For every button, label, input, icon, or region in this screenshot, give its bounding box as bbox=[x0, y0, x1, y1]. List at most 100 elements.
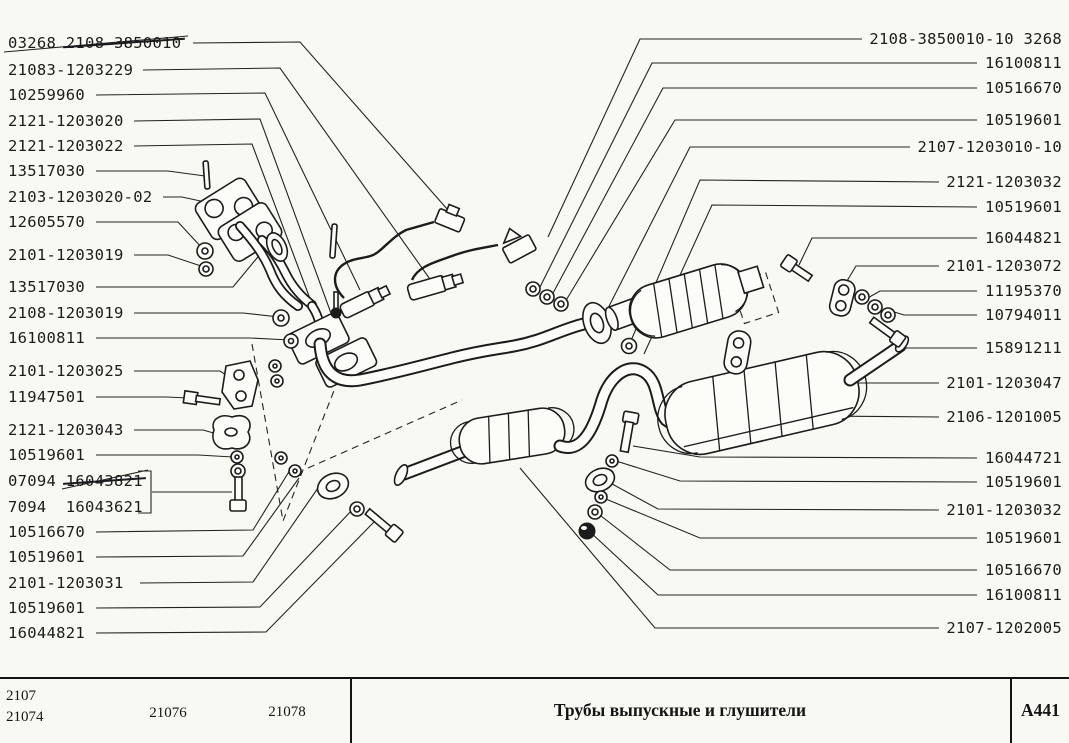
part-number: 10519601 bbox=[984, 529, 1062, 547]
part-number: 15891211 bbox=[984, 339, 1062, 357]
resonator-inlet-pipe bbox=[393, 445, 469, 486]
part-number: 10519601 bbox=[984, 198, 1062, 216]
superseded-part-number: 2108-3850010 bbox=[65, 34, 182, 52]
sensor-connector-2 bbox=[502, 227, 537, 264]
part-number-label: 10519601 bbox=[985, 473, 1062, 491]
part-number: 13517030 bbox=[8, 278, 86, 296]
sheet-title: Трубы выпускные и глушители bbox=[553, 700, 807, 720]
part-number: 16044721 bbox=[984, 449, 1062, 467]
part-number-label: 16044821 bbox=[985, 229, 1062, 247]
part-number: 2108-3850010-10 3268 bbox=[869, 30, 1062, 48]
fasteners-right bbox=[723, 254, 907, 375]
part-number-label: 11195370 bbox=[985, 282, 1062, 300]
model-code: 21078 bbox=[268, 704, 306, 720]
part-number-label: 10519601 bbox=[8, 446, 85, 464]
title-block-divider-1 bbox=[350, 679, 352, 743]
part-number-label: 15891211 bbox=[985, 339, 1062, 357]
part-number: 2101-1203032 bbox=[946, 501, 1062, 519]
resonator bbox=[449, 407, 575, 465]
mount-bracket-group bbox=[182, 359, 404, 543]
part-number-label: 2121-1203032 bbox=[946, 173, 1062, 191]
part-number-label: 21083-1203229 bbox=[8, 61, 133, 79]
part-number: 2108-1203019 bbox=[8, 304, 124, 322]
part-number-label: 2101-1203019 bbox=[8, 246, 124, 264]
part-number: 10519601 bbox=[8, 548, 86, 566]
part-number: 07094 bbox=[8, 472, 66, 490]
fasteners-bottom bbox=[578, 410, 640, 540]
model-code: 21074 bbox=[6, 709, 44, 725]
part-number: 16100811 bbox=[984, 54, 1062, 72]
part-number-label: 03268 2108-3850010 bbox=[8, 34, 181, 52]
main-muffler bbox=[657, 350, 868, 456]
title-block-divider-2 bbox=[1010, 679, 1012, 743]
part-number: 10516670 bbox=[984, 561, 1062, 579]
part-number: 2101-1203031 bbox=[8, 574, 124, 592]
part-number: 2107-1202005 bbox=[946, 619, 1062, 637]
part-number: 10519601 bbox=[984, 473, 1062, 491]
part-number: 2101-1203072 bbox=[946, 257, 1062, 275]
part-number-label: 07094 16043821 bbox=[8, 472, 143, 490]
superseded-part-number: 16043821 bbox=[65, 472, 143, 490]
part-number-label: 16044721 bbox=[985, 449, 1062, 467]
part-number-label: 10516670 bbox=[8, 523, 85, 541]
front-pipe bbox=[313, 297, 644, 388]
part-number-label: 10516670 bbox=[985, 79, 1062, 97]
part-number: 2121-1203043 bbox=[8, 421, 124, 439]
part-number-label: 2101-1203032 bbox=[946, 501, 1062, 519]
fasteners-left bbox=[196, 160, 214, 277]
part-number: 16100811 bbox=[8, 329, 86, 347]
part-number-label: 13517030 bbox=[8, 162, 85, 180]
model-code: 21076 bbox=[149, 705, 187, 721]
part-number: 10519601 bbox=[8, 599, 86, 617]
part-number-label: 13517030 bbox=[8, 278, 85, 296]
part-number-label: 10794011 bbox=[985, 306, 1062, 324]
part-number-label: 16100811 bbox=[985, 54, 1062, 72]
sensor-connector-1 bbox=[434, 203, 466, 233]
part-number: 10516670 bbox=[984, 79, 1062, 97]
part-number-label: 16100811 bbox=[8, 329, 85, 347]
part-number: 10516670 bbox=[8, 523, 86, 541]
part-number-label: 10519601 bbox=[985, 529, 1062, 547]
part-number: 10794011 bbox=[984, 306, 1062, 324]
part-number-label: 2101-1203072 bbox=[946, 257, 1062, 275]
part-number-label: 2101-1203047 bbox=[946, 374, 1062, 392]
part-number: 2101-1203019 bbox=[8, 246, 124, 264]
part-number-label: 12605570 bbox=[8, 213, 85, 231]
part-number-label: 2121-1203020 bbox=[8, 112, 124, 130]
part-number-label: 10259960 bbox=[8, 86, 85, 104]
part-number-label: 2106-1201005 bbox=[946, 408, 1062, 426]
part-number: 16044821 bbox=[8, 624, 86, 642]
part-number: 11947501 bbox=[8, 388, 86, 406]
part-number-label: 2121-1203022 bbox=[8, 137, 124, 155]
part-number-label: 10516670 bbox=[985, 561, 1062, 579]
part-number: 16100811 bbox=[984, 586, 1062, 604]
model-codes-1: 2107 21074 bbox=[6, 686, 44, 728]
part-number: 2101-1203025 bbox=[8, 362, 124, 380]
part-number-label: 16100811 bbox=[985, 586, 1062, 604]
catalytic-converter bbox=[628, 263, 765, 339]
part-number: 2121-1203032 bbox=[946, 173, 1062, 191]
oxygen-sensor-2 bbox=[406, 227, 537, 301]
part-number: 11195370 bbox=[984, 282, 1062, 300]
part-number-label: 16044821 bbox=[8, 624, 85, 642]
part-number: 7094 16043621 bbox=[8, 498, 143, 516]
part-number-label: 7094 16043621 bbox=[8, 498, 143, 516]
part-number-label: 2108-3850010-10 3268 bbox=[869, 30, 1062, 48]
part-number-label: 2107-1202005 bbox=[946, 619, 1062, 637]
part-number: 2121-1203020 bbox=[8, 112, 124, 130]
part-number-label: 2121-1203043 bbox=[8, 421, 124, 439]
part-number: 2121-1203022 bbox=[8, 137, 124, 155]
part-number: 2107-1203010-10 bbox=[917, 138, 1062, 156]
part-number-label: 10519601 bbox=[985, 111, 1062, 129]
part-number-label: 2107-1203010-10 bbox=[918, 138, 1062, 156]
fasteners-middle bbox=[272, 223, 638, 355]
oxygen-sensor-1 bbox=[333, 203, 466, 319]
model-code: 2107 bbox=[6, 688, 36, 704]
part-number-label: 10519601 bbox=[8, 599, 85, 617]
part-number: 2106-1201005 bbox=[946, 408, 1062, 426]
muffler-inlet-s-pipe bbox=[553, 362, 685, 454]
part-number: 12605570 bbox=[8, 213, 86, 231]
part-number: 21083-1203229 bbox=[8, 61, 134, 79]
part-number: 10519601 bbox=[8, 446, 86, 464]
